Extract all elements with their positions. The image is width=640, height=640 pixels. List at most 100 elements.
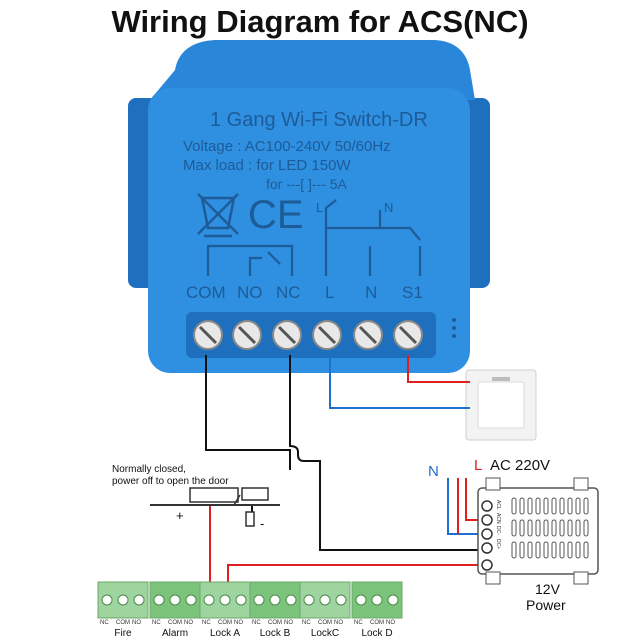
terminal-hole bbox=[203, 594, 215, 606]
led-dot bbox=[452, 326, 456, 330]
lock-minus-terminal bbox=[245, 511, 255, 527]
terminal-pin-label: NC bbox=[252, 620, 261, 626]
terminal-group-name: Lock A bbox=[210, 628, 240, 639]
vent-slot bbox=[519, 497, 525, 515]
terminal-hole bbox=[117, 594, 129, 606]
lock-plus-label: + bbox=[176, 508, 184, 523]
terminal-hole bbox=[153, 594, 165, 606]
vent-slot bbox=[575, 519, 581, 537]
switch-blue-wire bbox=[329, 355, 470, 409]
vent-slot bbox=[567, 519, 573, 537]
terminal-hole bbox=[303, 594, 315, 606]
vent-slot bbox=[567, 497, 573, 515]
ac-n-wire bbox=[447, 478, 485, 535]
terminal-hole bbox=[185, 594, 197, 606]
module-max-load: Max load : for LED 150W bbox=[183, 157, 351, 174]
vent-slot bbox=[535, 541, 541, 559]
wall-switch bbox=[465, 369, 537, 441]
terminal-pin-label: COM bbox=[168, 620, 182, 626]
lock-minus-label: - bbox=[260, 516, 264, 531]
vent-slot bbox=[543, 519, 549, 537]
psu-pin bbox=[481, 528, 493, 540]
terminal-group-name: Lock B bbox=[260, 628, 291, 639]
vent-slot bbox=[543, 541, 549, 559]
terminal-group-name: Fire bbox=[114, 628, 132, 639]
terminal-pin-label: NC bbox=[302, 620, 311, 626]
screw-slot bbox=[237, 325, 257, 345]
module-max-load-2: for ---[ ]--- 5A bbox=[266, 176, 348, 192]
terminal-hole bbox=[371, 594, 383, 606]
terminal-pin-label: NC bbox=[202, 620, 211, 626]
terminal-group-name: LockC bbox=[311, 628, 339, 639]
electric-lock: Normally closed, power off to open the d… bbox=[112, 464, 280, 531]
vent-slot bbox=[551, 497, 557, 515]
vent-slot bbox=[575, 497, 581, 515]
terminal-pin-label: NO bbox=[284, 620, 293, 626]
terminal-label-l: L bbox=[325, 283, 334, 302]
module-voltage: Voltage : AC100-240V 50/60Hz bbox=[183, 138, 391, 155]
terminal-pin-label: COM bbox=[218, 620, 232, 626]
weee-bin-icon bbox=[197, 193, 239, 238]
ce-mark: CE bbox=[248, 193, 304, 237]
vent-slot bbox=[535, 519, 541, 537]
psu-pin-label: DC+ bbox=[495, 539, 501, 549]
terminal-hole bbox=[235, 594, 247, 606]
nc-black-wire bbox=[289, 355, 485, 551]
vent-slot bbox=[567, 541, 573, 559]
terminal-hole bbox=[253, 594, 265, 606]
module-name: 1 Gang Wi-Fi Switch-DR bbox=[210, 109, 428, 131]
terminal-hole bbox=[133, 594, 145, 606]
lock-note-line1: Normally closed, bbox=[112, 464, 186, 475]
screw-slot bbox=[358, 325, 378, 345]
terminal-group-name: Lock D bbox=[361, 628, 392, 639]
vent-slot bbox=[511, 519, 517, 537]
terminal-hole bbox=[219, 594, 231, 606]
input-voltage-label: AC 220V bbox=[490, 457, 550, 474]
terminal-label-no: NO bbox=[237, 283, 263, 302]
terminal-pin-label: NO bbox=[132, 620, 141, 626]
terminal-pin-label: NO bbox=[184, 620, 193, 626]
terminal-pin-label: NO bbox=[386, 620, 395, 626]
vent-slot bbox=[543, 497, 549, 515]
vent-slot bbox=[511, 497, 517, 515]
module-body bbox=[148, 88, 470, 373]
switch-red-wire bbox=[407, 355, 470, 383]
terminal-label-n: N bbox=[365, 283, 377, 302]
com-black-wire bbox=[205, 355, 291, 460]
lock-note-line2: power off to open the door bbox=[112, 476, 229, 487]
terminal-label-com: COM bbox=[186, 283, 226, 302]
terminal-pin-label: COM bbox=[116, 620, 130, 626]
terminal-group-name: Alarm bbox=[162, 628, 188, 639]
terminal-hole bbox=[335, 594, 347, 606]
vent-slot bbox=[511, 541, 517, 559]
terminal-labels: COM NO NC L N S1 bbox=[186, 283, 423, 302]
terminal-pin-label: COM bbox=[318, 620, 332, 626]
terminal-pin-label: NC bbox=[100, 620, 109, 626]
terminal-pin-label: NO bbox=[334, 620, 343, 626]
vent-slot bbox=[559, 541, 565, 559]
diagram-title: Wiring Diagram for ACS(NC) bbox=[111, 4, 529, 39]
vent-slot bbox=[559, 497, 565, 515]
terminal-pin-label: COM bbox=[370, 620, 384, 626]
terminal-label-nc: NC bbox=[276, 283, 301, 302]
terminal-label-s1: S1 bbox=[402, 283, 423, 302]
psu-pin bbox=[481, 542, 493, 554]
terminal-pin-label: NC bbox=[152, 620, 161, 626]
psu-pin bbox=[481, 514, 493, 526]
terminal-hole bbox=[355, 594, 367, 606]
screw-slot bbox=[198, 325, 218, 345]
terminal-screws bbox=[193, 320, 423, 350]
vent-slot bbox=[527, 497, 533, 515]
terminal-hole bbox=[387, 594, 399, 606]
screw-slot bbox=[317, 325, 337, 345]
vent-slot bbox=[527, 541, 533, 559]
psu-pin bbox=[481, 559, 493, 571]
terminal-hole bbox=[285, 594, 297, 606]
terminal-pin-label: NC bbox=[354, 620, 363, 626]
